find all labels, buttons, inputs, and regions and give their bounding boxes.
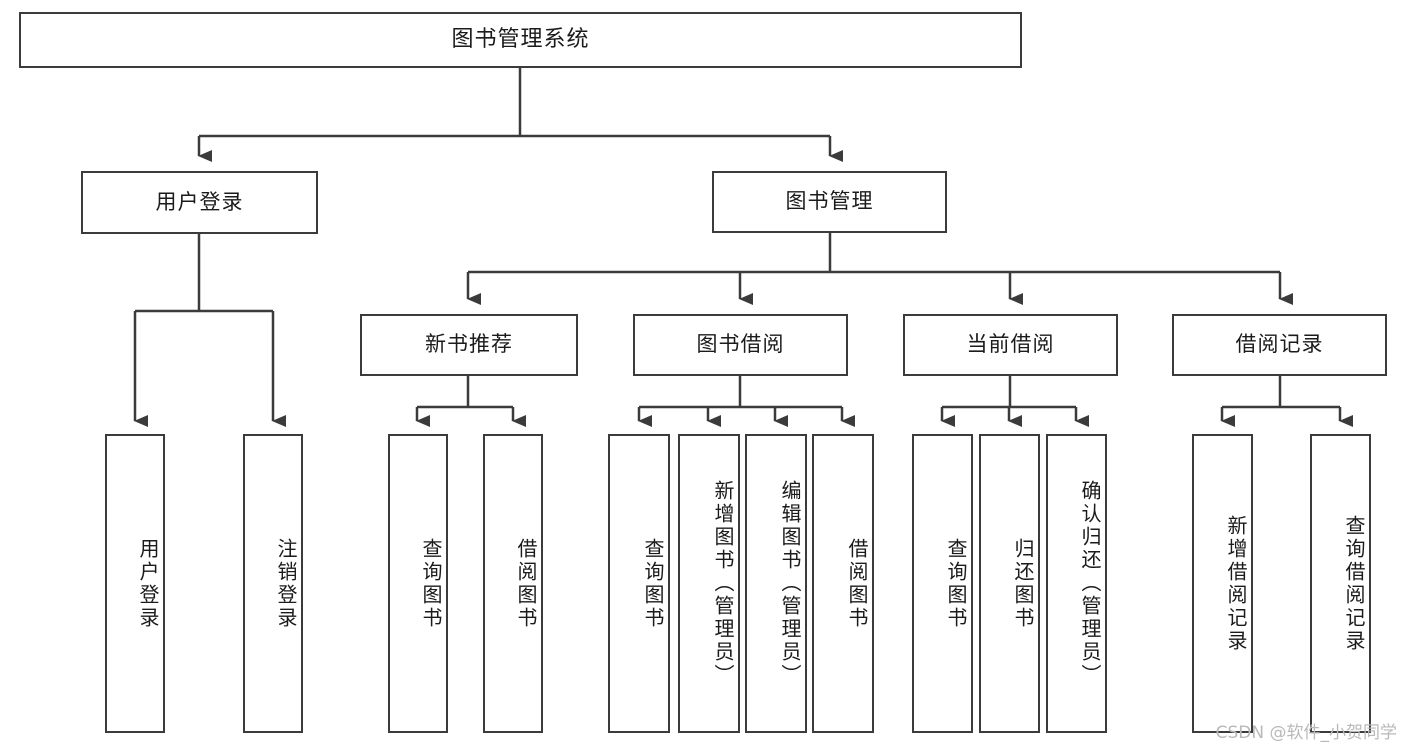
node-user-login[interactable]: 用户登录: [81, 171, 318, 234]
node-new-book-recommend[interactable]: 新书推荐: [360, 314, 578, 376]
node-leaf-user-login-label: 用户登录: [136, 537, 160, 630]
node-leaf-borrow-book-2-label: 借阅图书: [845, 537, 869, 630]
node-leaf-query-book-2[interactable]: 查询图书: [608, 434, 670, 733]
node-leaf-edit-book[interactable]: 编辑图书（管理员）: [745, 434, 807, 733]
node-leaf-query-book-1-label: 查询图书: [419, 537, 443, 630]
node-leaf-query-book-1[interactable]: 查询图书: [388, 434, 448, 733]
node-leaf-user-login[interactable]: 用户登录: [105, 434, 165, 733]
node-leaf-query-borrow-record-label: 查询借阅记录: [1342, 514, 1366, 653]
node-leaf-add-book[interactable]: 新增图书（管理员）: [678, 434, 740, 733]
node-leaf-return-book-label: 归还图书: [1011, 537, 1035, 630]
node-leaf-borrow-book-2[interactable]: 借阅图书: [812, 434, 874, 733]
node-new-book-recommend-label: 新书推荐: [425, 332, 513, 357]
node-current-borrow-label: 当前借阅: [966, 332, 1055, 357]
node-leaf-user-logout[interactable]: 注销登录: [243, 434, 303, 733]
watermark-text: CSDN @软件_小贺同学: [1215, 723, 1397, 743]
node-leaf-borrow-book-1-label: 借阅图书: [514, 537, 538, 630]
node-current-borrow[interactable]: 当前借阅: [903, 314, 1118, 376]
node-leaf-confirm-return[interactable]: 确认归还（管理员）: [1046, 434, 1107, 733]
node-leaf-add-borrow-record[interactable]: 新增借阅记录: [1192, 434, 1253, 733]
node-borrow-record[interactable]: 借阅记录: [1172, 314, 1387, 376]
node-leaf-query-borrow-record[interactable]: 查询借阅记录: [1310, 434, 1371, 733]
node-leaf-add-borrow-record-label: 新增借阅记录: [1224, 514, 1248, 653]
node-leaf-user-logout-label: 注销登录: [274, 537, 298, 630]
node-book-management-label: 图书管理: [785, 189, 874, 214]
node-user-login-label: 用户登录: [155, 189, 244, 214]
node-leaf-query-book-3[interactable]: 查询图书: [912, 434, 973, 733]
node-leaf-add-book-label: 新增图书（管理员）: [711, 480, 735, 687]
node-leaf-edit-book-label: 编辑图书（管理员）: [778, 480, 802, 687]
node-leaf-query-book-2-label: 查询图书: [641, 537, 665, 630]
node-book-borrow[interactable]: 图书借阅: [633, 314, 848, 376]
node-leaf-return-book[interactable]: 归还图书: [979, 434, 1040, 733]
node-leaf-query-book-3-label: 查询图书: [944, 537, 968, 630]
node-book-management[interactable]: 图书管理: [712, 171, 947, 233]
node-borrow-record-label: 借阅记录: [1235, 332, 1324, 357]
node-root-label: 图书管理系统: [451, 26, 590, 52]
node-book-borrow-label: 图书借阅: [696, 332, 785, 357]
node-leaf-borrow-book-1[interactable]: 借阅图书: [483, 434, 543, 733]
node-leaf-confirm-return-label: 确认归还（管理员）: [1078, 480, 1102, 687]
node-root[interactable]: 图书管理系统: [19, 12, 1022, 68]
